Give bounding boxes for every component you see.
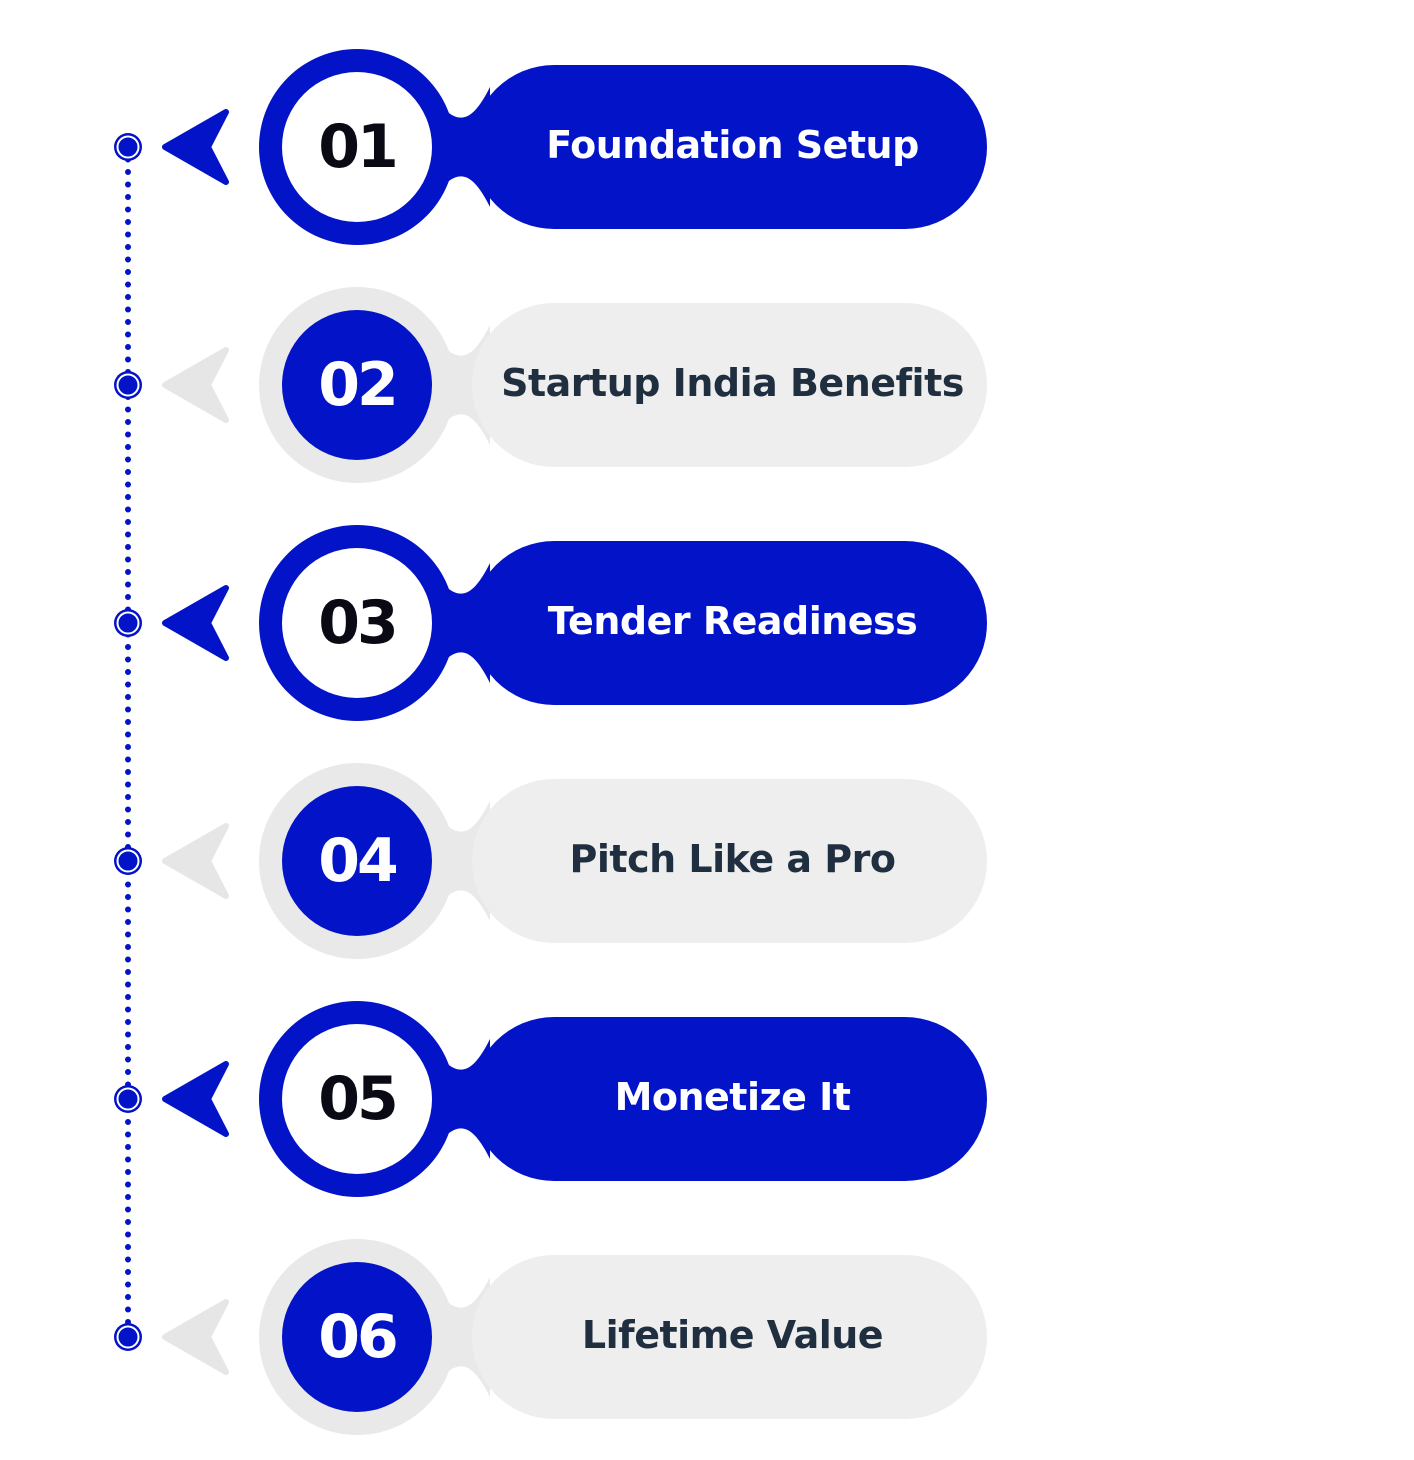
step-disc bbox=[282, 310, 432, 460]
step-number: 01 bbox=[318, 112, 399, 182]
chevron-left-icon bbox=[162, 347, 229, 423]
step-disc bbox=[282, 72, 432, 222]
chevron-left-icon bbox=[162, 823, 229, 899]
step-5: 05 Monetize It bbox=[0, 999, 1414, 1199]
chevron-left-icon bbox=[162, 1299, 229, 1375]
step-disc bbox=[282, 786, 432, 936]
step-shape bbox=[162, 287, 987, 483]
step-disc bbox=[282, 548, 432, 698]
step-2: 02 Startup India Benefits bbox=[0, 285, 1414, 485]
step-4: 04 Pitch Like a Pro bbox=[0, 761, 1414, 961]
chevron-left-icon bbox=[162, 1061, 229, 1137]
step-label: Lifetime Value bbox=[581, 1313, 884, 1357]
step-number: 06 bbox=[318, 1302, 399, 1372]
step-pill bbox=[472, 541, 987, 705]
step-number: 02 bbox=[318, 350, 399, 420]
step-number: 04 bbox=[318, 826, 399, 896]
step-shape bbox=[162, 525, 987, 721]
timeline-marker bbox=[114, 847, 142, 875]
timeline-marker bbox=[114, 371, 142, 399]
step-label: Foundation Setup bbox=[546, 123, 919, 167]
step-label: Pitch Like a Pro bbox=[569, 837, 896, 881]
step-number: 03 bbox=[318, 588, 399, 658]
chevron-left-icon bbox=[162, 585, 229, 661]
step-disc bbox=[282, 1262, 432, 1412]
step-disc bbox=[282, 1024, 432, 1174]
chevron-left-icon bbox=[162, 109, 229, 185]
step-pill bbox=[472, 1017, 987, 1181]
step-number: 05 bbox=[318, 1064, 399, 1134]
step-label: Startup India Benefits bbox=[501, 361, 964, 405]
timeline-marker bbox=[114, 133, 142, 161]
timeline-marker bbox=[114, 609, 142, 637]
step-1: 01 Foundation Setup bbox=[0, 47, 1414, 247]
step-label: Monetize It bbox=[614, 1075, 851, 1119]
step-pill bbox=[472, 1255, 987, 1419]
step-pill bbox=[472, 303, 987, 467]
step-label: Tender Readiness bbox=[547, 599, 918, 643]
step-shape bbox=[162, 763, 987, 959]
step-shape bbox=[162, 1001, 987, 1197]
step-6: 06 Lifetime Value bbox=[0, 1237, 1414, 1437]
step-shape bbox=[162, 49, 987, 245]
timeline-marker bbox=[114, 1323, 142, 1351]
step-pill bbox=[472, 779, 987, 943]
step-3: 03 Tender Readiness bbox=[0, 523, 1414, 723]
timeline-marker bbox=[114, 1085, 142, 1113]
step-pill bbox=[472, 65, 987, 229]
step-shape bbox=[162, 1239, 987, 1435]
